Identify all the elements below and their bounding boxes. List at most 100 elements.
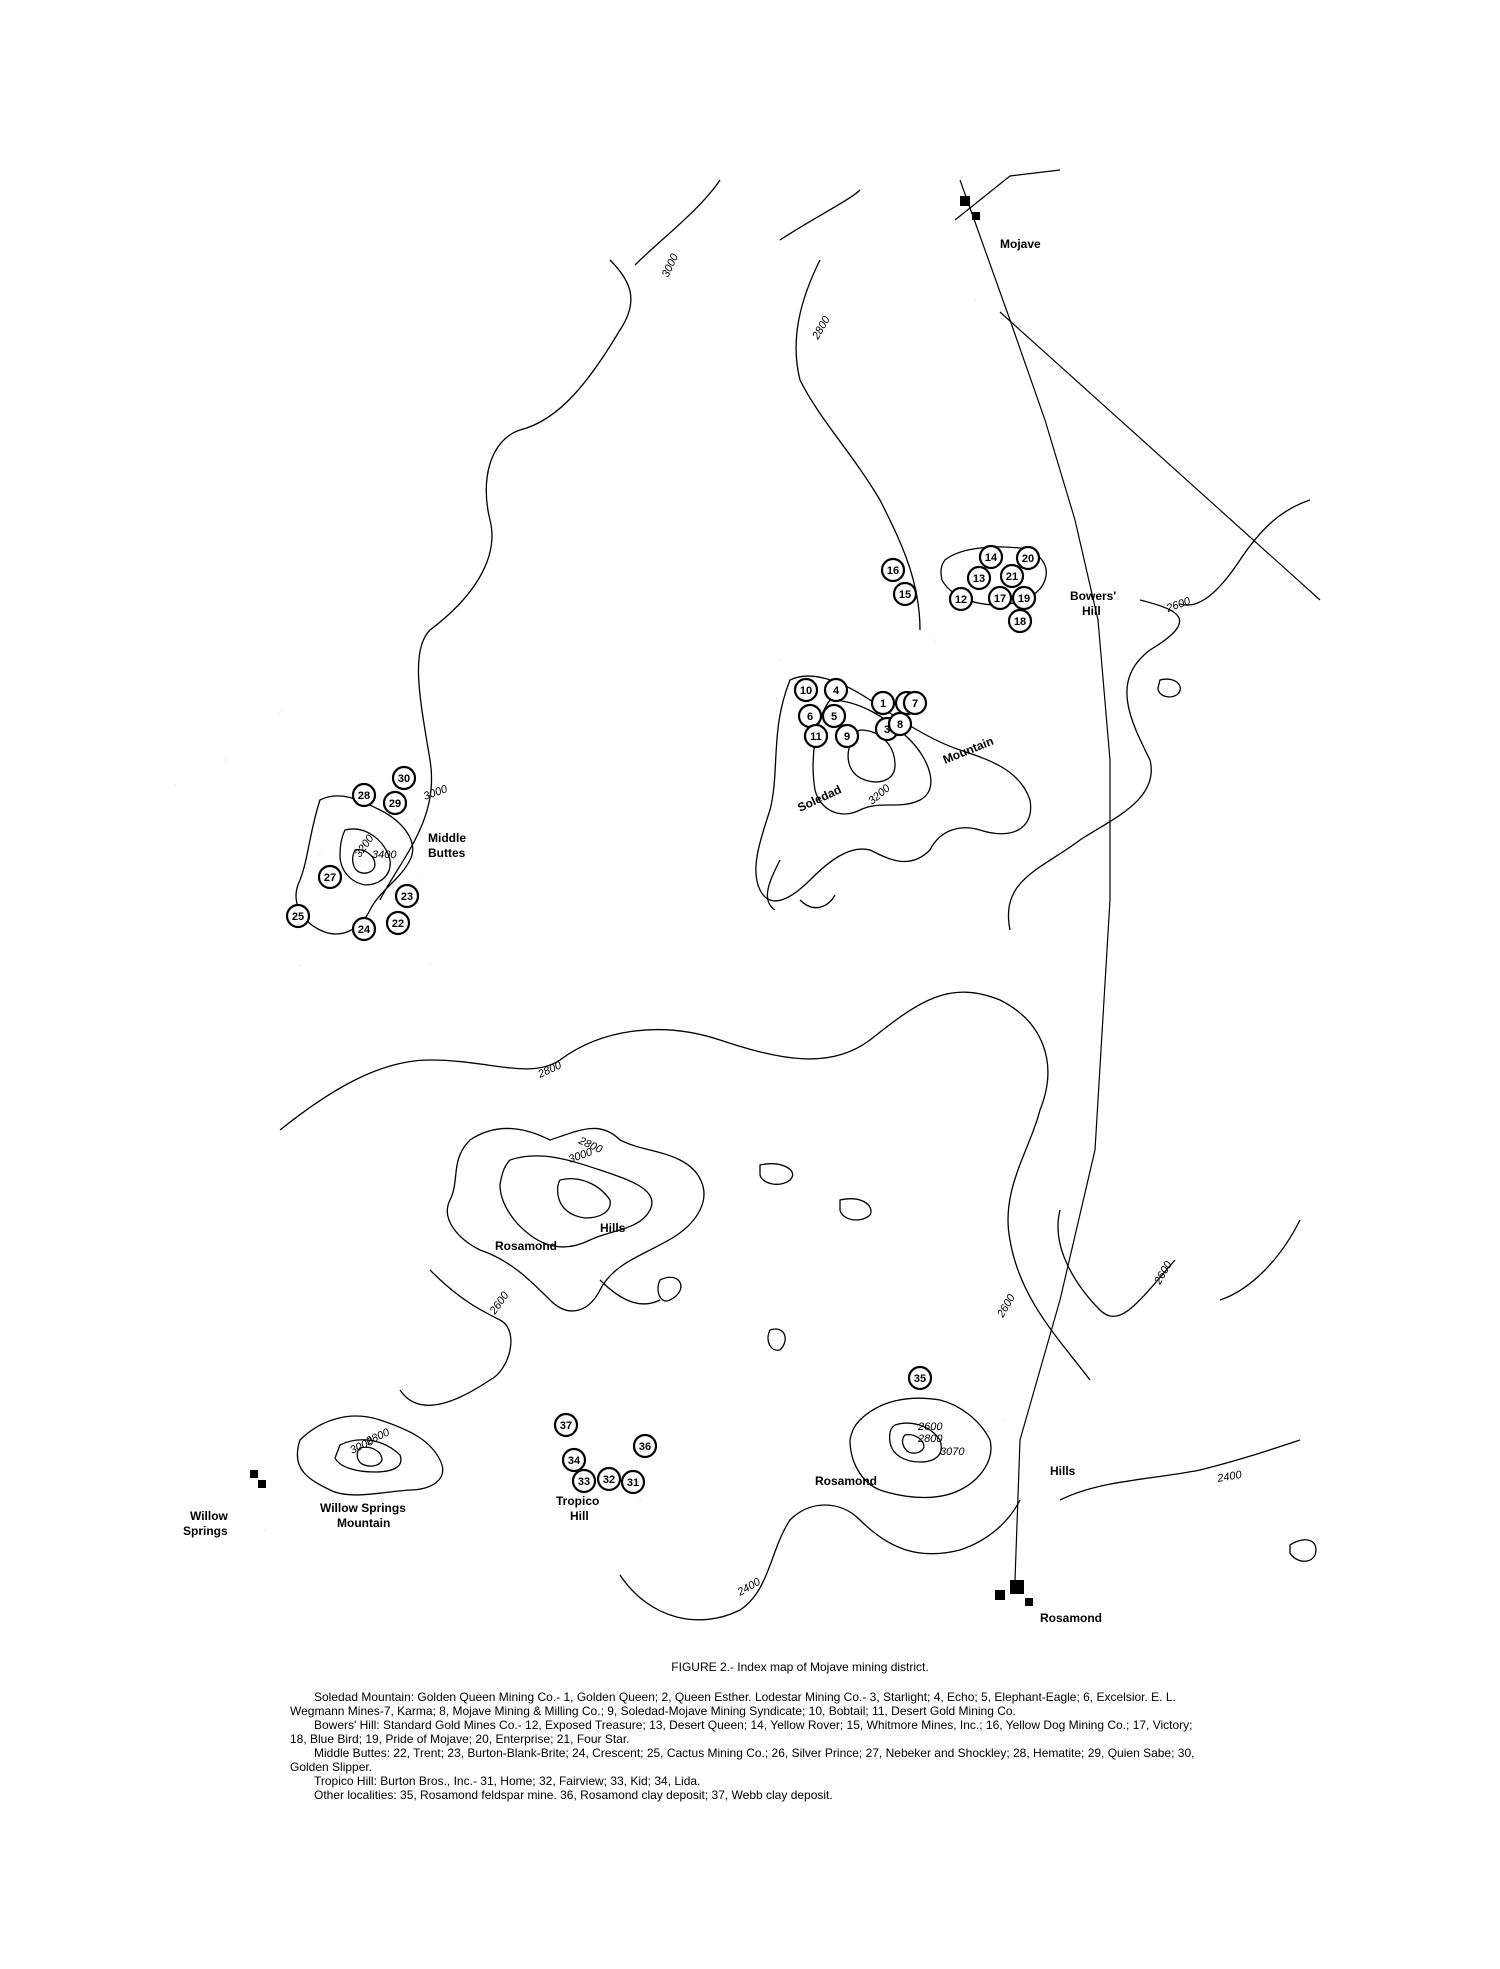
contour-lines	[279, 179, 1317, 1621]
site-circle	[1015, 545, 1041, 571]
elevation-label: 3000	[660, 251, 682, 279]
site-marker-25: 25	[285, 903, 311, 929]
site-marker-6: 6	[797, 703, 823, 729]
site-circle	[966, 565, 992, 591]
road-main-highway	[973, 299, 1117, 1620]
label-rosamond-hills-2: Hills	[600, 1221, 626, 1235]
site-number: 25	[292, 911, 304, 923]
elevation-label: 2400	[1215, 1469, 1243, 1485]
site-marker-19: 19	[1011, 585, 1037, 611]
site-circle	[317, 864, 343, 890]
label-hills-east: Hills	[1050, 1464, 1076, 1478]
label-willow: Willow	[190, 1509, 229, 1523]
site-circle	[571, 1468, 597, 1494]
site-circle	[620, 1469, 646, 1495]
site-circle	[391, 765, 417, 791]
site-marker-5: 5	[821, 703, 847, 729]
site-marker-32: 32	[596, 1466, 622, 1492]
site-circle	[902, 690, 928, 716]
caption-title: FIGURE 2.- Index map of Mojave mining di…	[671, 1660, 929, 1674]
site-number: 31	[627, 1477, 639, 1489]
site-number: 36	[639, 1441, 651, 1453]
site-marker-36: 36	[632, 1433, 658, 1459]
caption-bowers-hill: Bowers' Hill: Standard Gold Mines Co.- 1…	[290, 1718, 1193, 1746]
site-circle	[632, 1433, 658, 1459]
site-circle	[948, 586, 974, 612]
elevation-label: 2800	[810, 314, 834, 343]
site-marker-22: 22	[385, 910, 411, 936]
site-number: 34	[568, 1455, 581, 1467]
site-circle	[887, 711, 913, 737]
site-number: 9	[844, 731, 850, 743]
label-ws-mountain-2: Mountain	[337, 1516, 390, 1530]
site-circle	[823, 677, 849, 703]
caption-tropico-hill: Tropico Hill: Burton Bros., Inc.- 31, Ho…	[314, 1774, 701, 1788]
site-number: 28	[358, 790, 370, 802]
site-number: 16	[887, 565, 899, 577]
elevation-label: 3000	[422, 783, 450, 803]
site-marker-8: 8	[887, 711, 913, 737]
label-rosamond-hills-1: Rosamond	[495, 1239, 557, 1253]
site-number: 33	[578, 1476, 590, 1488]
site-circle	[999, 563, 1025, 589]
label-ws-mountain-1: Willow Springs	[320, 1501, 406, 1515]
road-bowers-hill	[934, 628, 1071, 642]
road-middle-ew	[169, 953, 1111, 967]
label-mojave: Mojave	[1000, 237, 1041, 251]
road-soledad-north	[743, 359, 952, 661]
site-number: 14	[985, 552, 998, 564]
site-marker-15: 15	[892, 581, 918, 607]
site-marker-12: 12	[948, 586, 974, 612]
site-number: 3	[884, 724, 890, 736]
site-marker-16: 16	[880, 557, 906, 583]
site-marker-30: 30	[391, 765, 417, 791]
site-marker-34: 34	[561, 1447, 587, 1473]
site-circle	[596, 1466, 622, 1492]
elevation-label: 2600	[995, 1292, 1019, 1321]
site-circle	[987, 585, 1013, 611]
site-number: 35	[914, 1373, 926, 1385]
site-marker-1: 1	[870, 690, 896, 716]
site-number: 30	[398, 773, 410, 785]
site-circle	[803, 723, 829, 749]
site-circle	[821, 703, 847, 729]
road-west-upper	[174, 610, 715, 857]
label-mountain: Mountain	[941, 734, 996, 767]
site-number: 23	[401, 891, 413, 903]
site-number: 8	[897, 719, 903, 731]
road-diagonal	[263, 356, 960, 1531]
site-number: 18	[1014, 616, 1026, 628]
site-marker-7: 7	[902, 690, 928, 716]
site-circle	[561, 1447, 587, 1473]
road-west-ns	[173, 999, 270, 1531]
site-circle	[1011, 585, 1037, 611]
site-marker-9: 9	[834, 723, 860, 749]
site-marker-24: 24	[351, 916, 377, 942]
site-number: 12	[955, 594, 967, 606]
elevation-label: 3070	[940, 1446, 965, 1458]
site-circle	[285, 903, 311, 929]
site-number: 19	[1018, 593, 1030, 605]
site-circle	[834, 723, 860, 749]
site-circle	[793, 677, 819, 703]
label-springs: Springs	[183, 1524, 228, 1538]
elevation-label: 2600	[917, 1421, 943, 1433]
site-number: 37	[560, 1420, 572, 1432]
railroad	[954, 169, 1321, 1581]
elevation-label: 2800	[917, 1433, 943, 1445]
site-marker-21: 21	[999, 563, 1025, 589]
site-number: 4	[833, 685, 840, 697]
site-marker-27: 27	[317, 864, 343, 890]
caption-soledad-mountain: Soledad Mountain: Golden Queen Mining Co…	[290, 1690, 1176, 1718]
site-number: 29	[389, 798, 401, 810]
site-marker-28: 28	[351, 782, 377, 808]
site-number: 22	[392, 918, 404, 930]
site-circle	[978, 544, 1004, 570]
site-number: 13	[973, 573, 985, 585]
site-number: 32	[603, 1474, 615, 1486]
site-circle	[1007, 608, 1033, 634]
site-marker-4: 4	[823, 677, 849, 703]
label-bowers-hill-1: Bowers'	[1070, 589, 1116, 603]
road-tropico	[584, 1384, 1007, 1488]
